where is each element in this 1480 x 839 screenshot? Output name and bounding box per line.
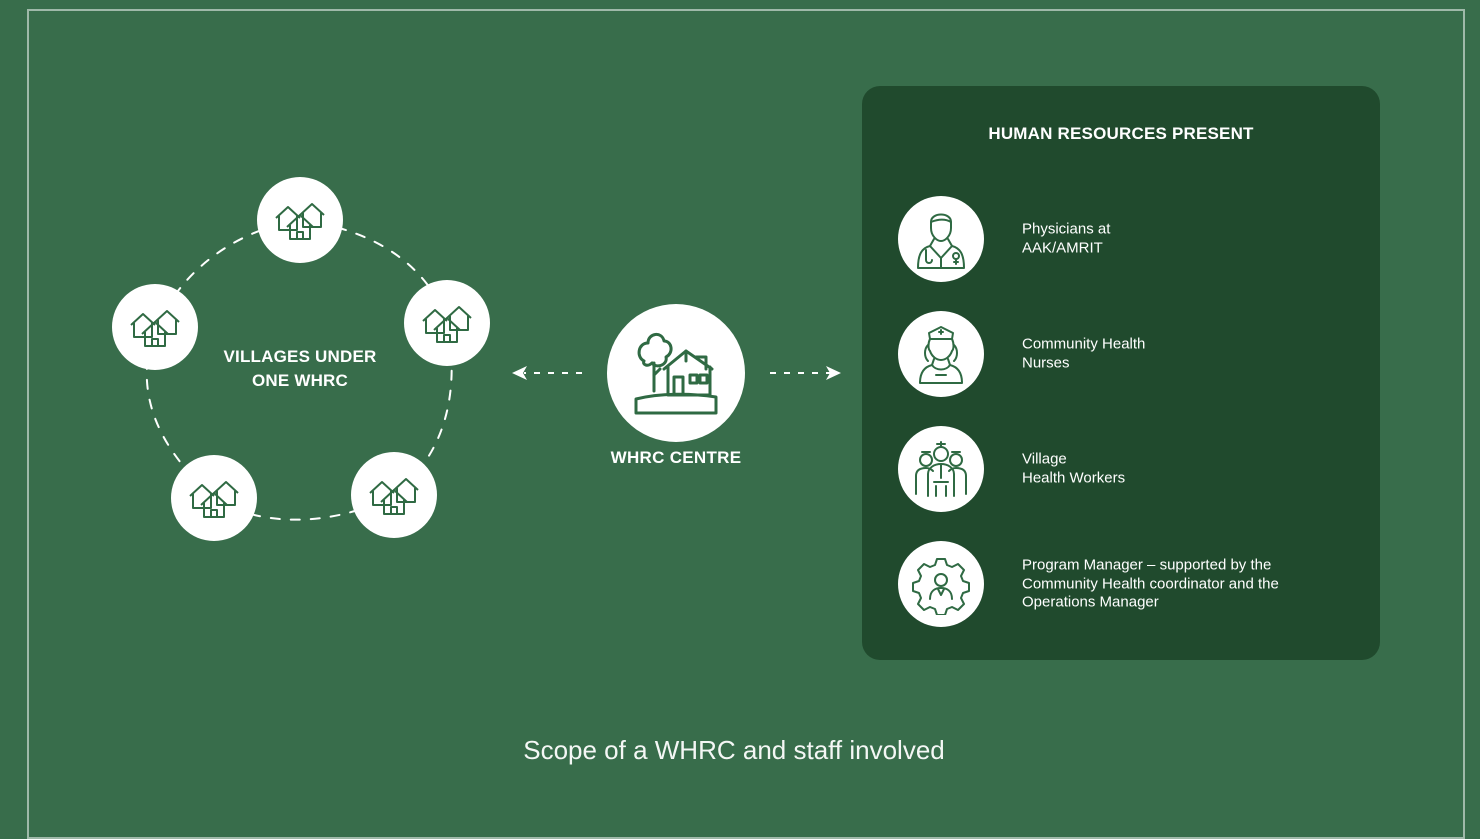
houses-icon [189, 481, 239, 518]
role-line3: Operations Manager [1022, 593, 1159, 611]
houses-icon [369, 478, 419, 515]
villages-label-line2: ONE WHRC [251, 371, 349, 390]
role-icon-circle [898, 541, 984, 627]
role-text: Community Health Nurses [1022, 336, 1352, 373]
village-node-bottom-left [171, 455, 257, 541]
houses-icon [130, 310, 180, 347]
human-resources-panel: HUMAN RESOURCES PRESENT Physicians at AA… [862, 86, 1380, 660]
role-line1: Community Health [1022, 335, 1146, 353]
role-program-manager: Program Manager – supported by the Commu… [898, 541, 1368, 627]
houses-icon [422, 306, 472, 343]
role-line1: Physicians at [1022, 220, 1111, 238]
village-node-right [404, 280, 490, 366]
role-line1: Program Manager – supported by the [1022, 556, 1272, 574]
house-tree-icon [634, 333, 718, 415]
role-text: Physicians at AAK/AMRIT [1022, 221, 1352, 258]
health-workers-icon [915, 441, 967, 497]
role-icon-circle [898, 311, 984, 397]
village-node-bottom-right [351, 452, 437, 538]
role-line1: Village [1022, 450, 1067, 468]
role-text: Village Health Workers [1022, 451, 1352, 488]
whrc-centre-node [607, 304, 745, 442]
role-icon-circle [898, 196, 984, 282]
figure-caption: Scope of a WHRC and staff involved [523, 735, 945, 765]
villages-label: VILLAGES UNDER ONE WHRC [210, 345, 390, 393]
doctor-icon [917, 213, 965, 269]
nurse-icon [919, 326, 963, 384]
arrow-right-head [826, 366, 841, 380]
role-line2: Nurses [1022, 354, 1070, 371]
village-node-left [112, 284, 198, 370]
arrow-left-head [512, 366, 527, 380]
role-line2: AAK/AMRIT [1022, 239, 1103, 256]
role-nurses: Community Health Nurses [898, 311, 1368, 397]
whrc-centre-label: WHRC CENTRE [610, 448, 742, 467]
role-physicians: Physicians at AAK/AMRIT [898, 196, 1368, 282]
manager-gear-icon [912, 558, 970, 615]
role-text: Program Manager – supported by the Commu… [1022, 556, 1352, 612]
role-village-health-workers: Village Health Workers [898, 426, 1368, 512]
houses-icon [275, 203, 325, 240]
panel-title: HUMAN RESOURCES PRESENT [988, 124, 1254, 143]
role-icon-circle [898, 426, 984, 512]
role-line2: Community Health coordinator and the [1022, 574, 1279, 592]
villages-label-line1: VILLAGES UNDER [223, 347, 377, 366]
village-node-top [257, 177, 343, 263]
diagram: VILLAGES UNDER ONE WHRC WHRC CENTRE HUMA… [112, 86, 1380, 765]
role-line2: Health Workers [1022, 469, 1126, 486]
